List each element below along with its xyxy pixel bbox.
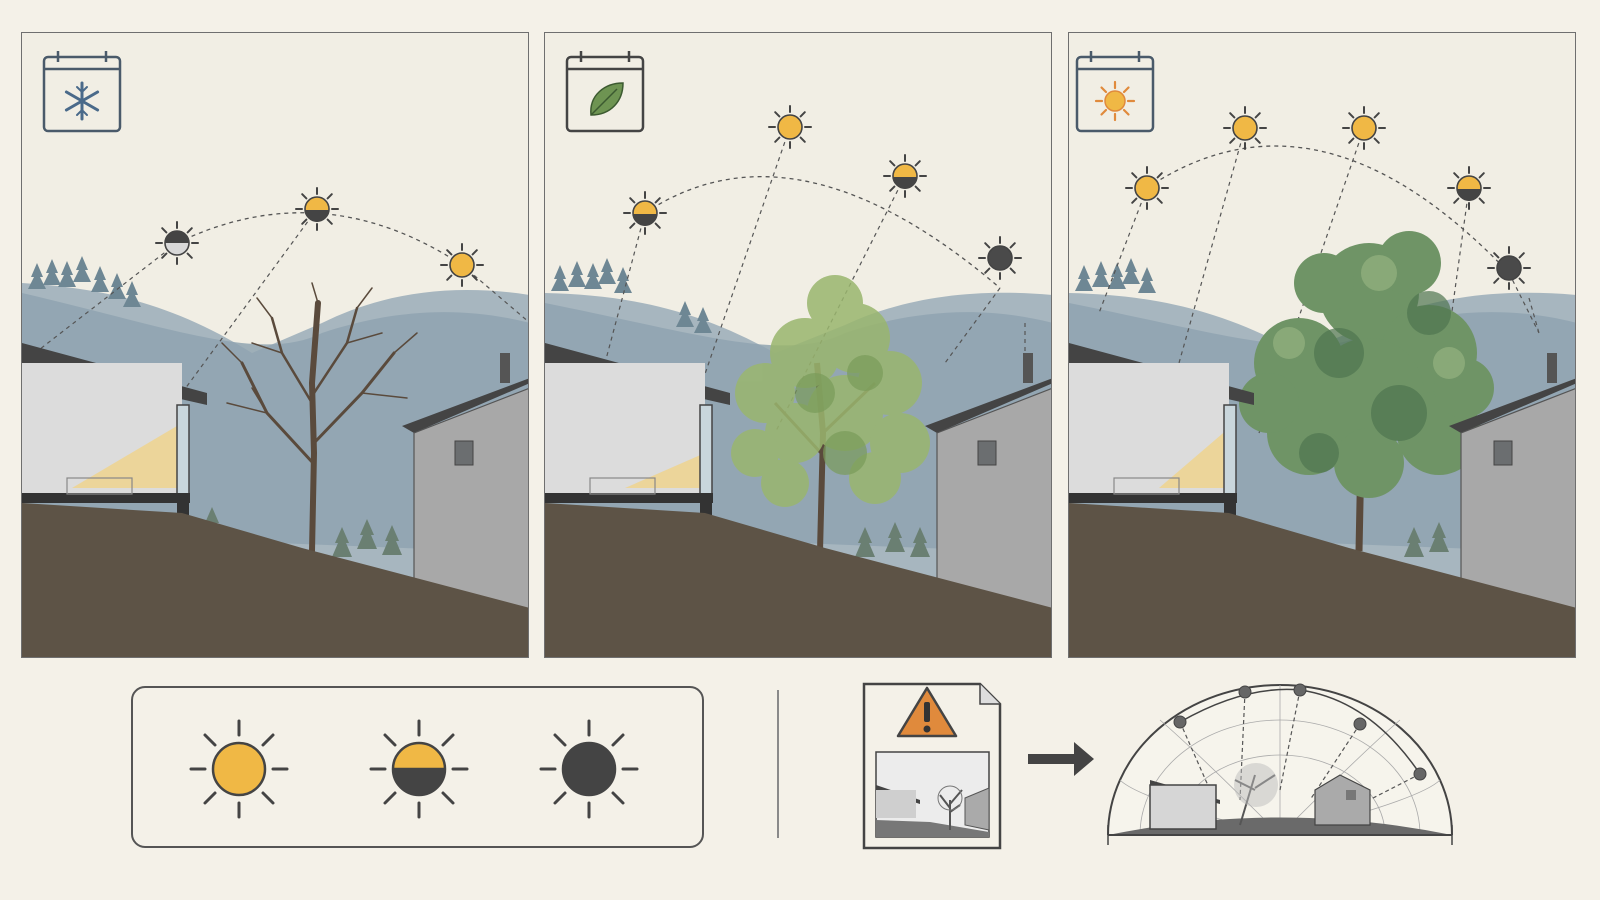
sun-winter-2 <box>296 188 338 230</box>
sun-winter-3 <box>441 244 483 286</box>
winter-panel <box>21 32 529 658</box>
leaf-icon <box>565 51 645 133</box>
half-shaded-sun-icon <box>369 719 469 819</box>
section-divider <box>777 690 779 838</box>
full-sun-icon <box>189 719 289 819</box>
spring-tree <box>731 275 930 552</box>
sun-spring-3 <box>884 155 926 197</box>
arrow-right-icon <box>1028 742 1094 776</box>
summer-tree <box>1239 231 1494 552</box>
spring-panel <box>544 32 1052 658</box>
snowflake-icon <box>42 51 122 133</box>
sun-summer-2 <box>1224 107 1266 149</box>
warning-document-icon <box>862 682 1002 850</box>
bare-tree <box>221 282 418 554</box>
sun-state-legend <box>131 686 704 848</box>
scene-thumbnail <box>875 751 990 838</box>
sun-summer-3 <box>1343 107 1385 149</box>
sun-summer-5 <box>1488 247 1530 289</box>
sun-summer-1 <box>1126 167 1168 209</box>
sun-winter-1 <box>156 222 198 264</box>
sun-spring-1 <box>624 192 666 234</box>
sun-icon <box>1075 51 1155 133</box>
sun-spring-2 <box>769 106 811 148</box>
shaded-sun-icon <box>539 719 639 819</box>
sun-spring-4 <box>979 237 1021 279</box>
sky-dome-icon <box>1107 683 1453 845</box>
summer-panel <box>1068 32 1576 658</box>
sun-summer-4 <box>1448 167 1490 209</box>
right-house <box>402 353 528 633</box>
